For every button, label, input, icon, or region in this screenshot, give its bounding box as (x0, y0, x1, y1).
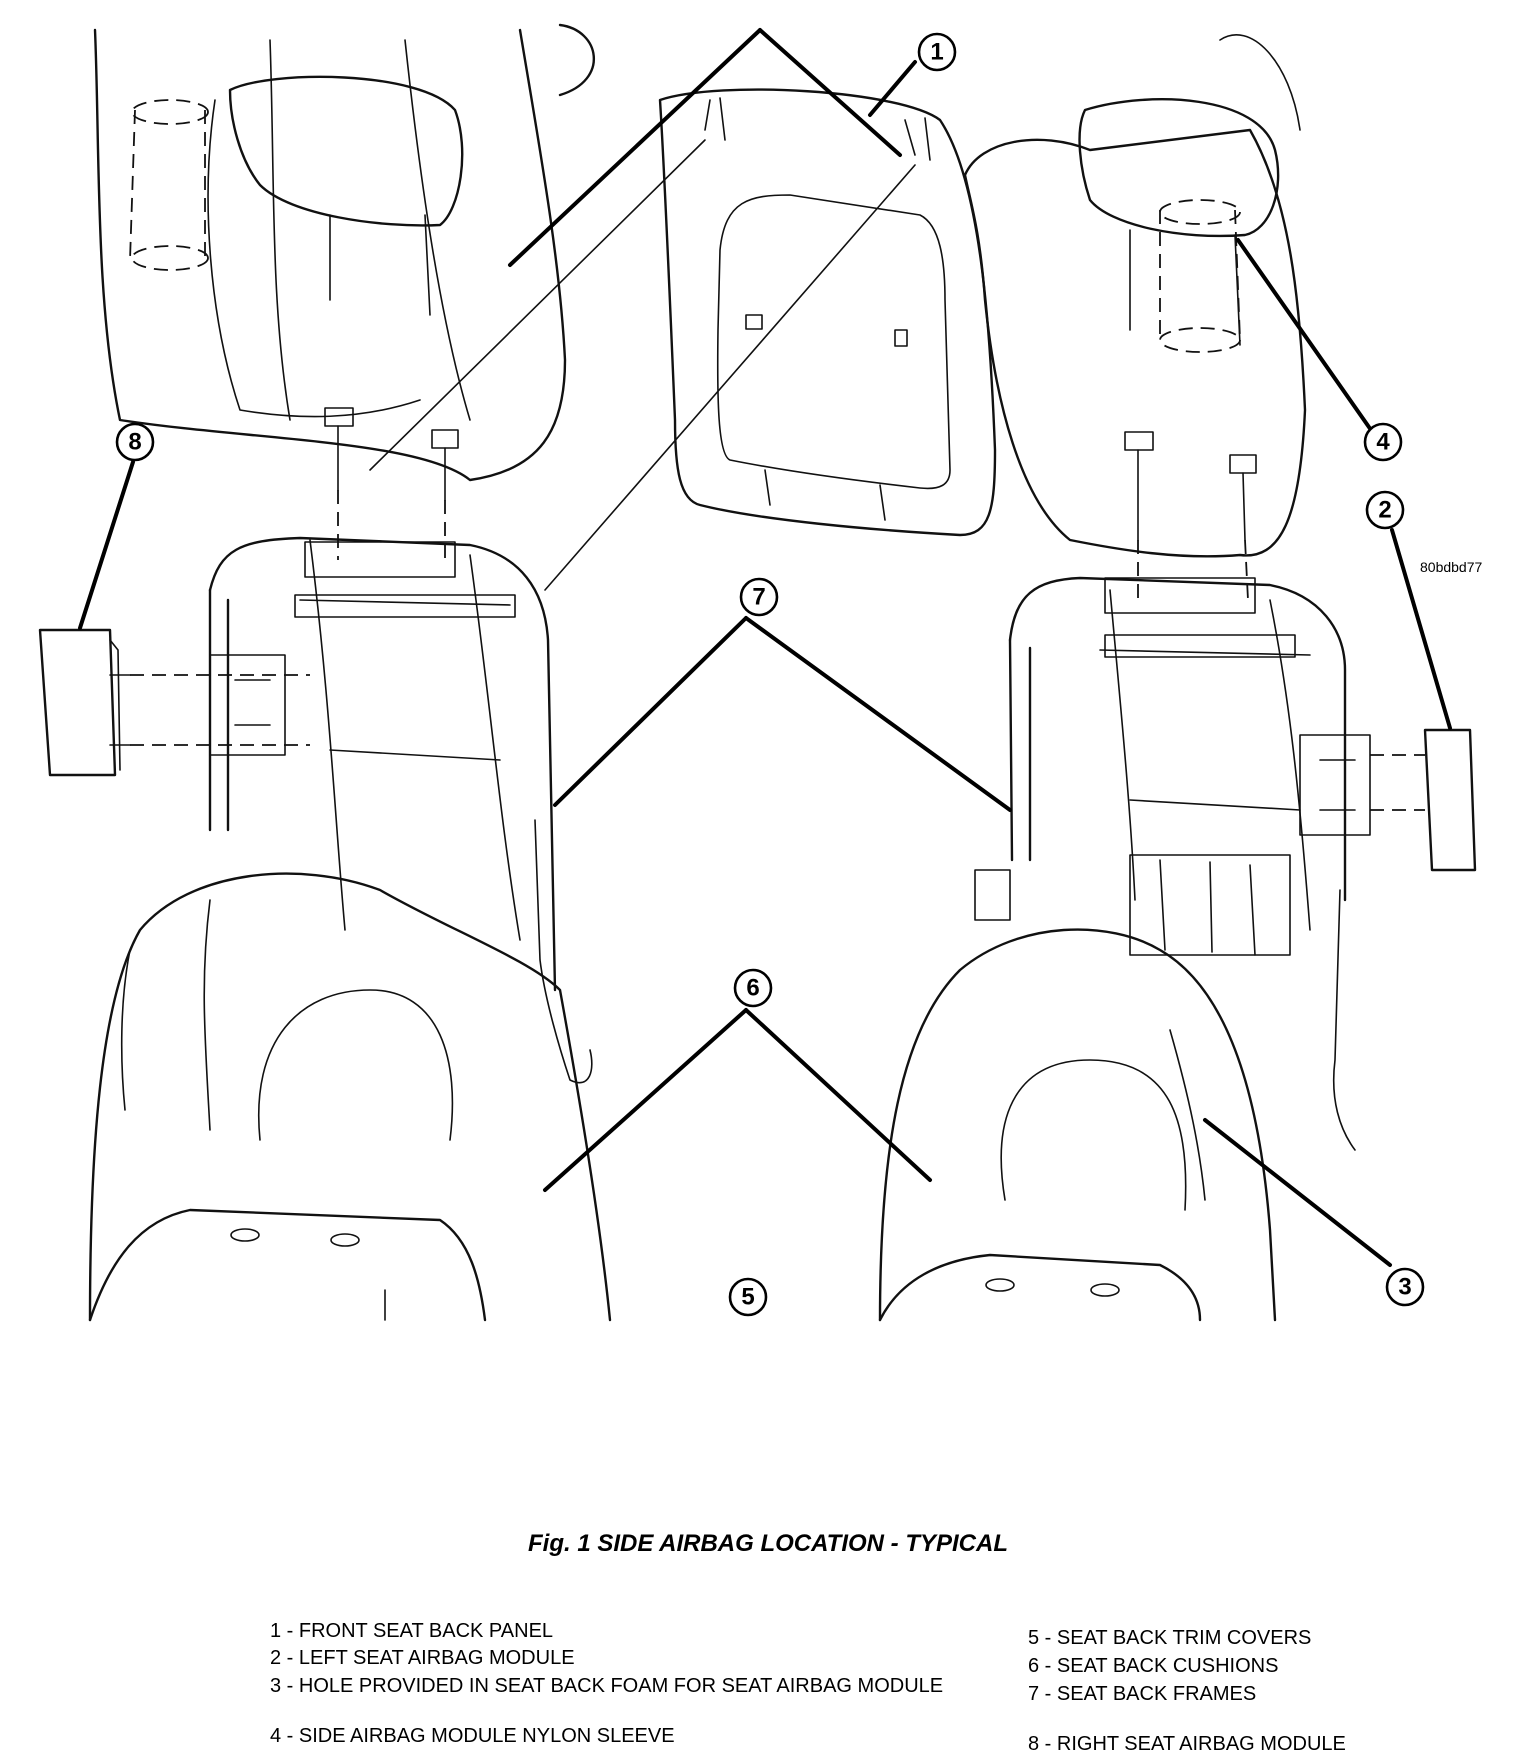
callout-5: 5 (728, 1277, 768, 1317)
left-headrest (207, 75, 464, 418)
svg-text:5: 5 (741, 1284, 754, 1311)
center-panel-clip-line-b (544, 164, 916, 591)
airbag-location-drawing: 1 2 3 4 5 6 7 8 80bdbd77 (38, 23, 1483, 1322)
figure-caption: Fig. 1 SIDE AIRBAG LOCATION - TYPICAL (528, 1530, 1008, 1557)
right-seat-back-trim-cover (963, 34, 1307, 558)
svg-text:4: 4 (1376, 429, 1390, 456)
figure-code: 80bdbd77 (1420, 559, 1483, 575)
legend-item-7: 7 - SEAT BACK FRAMES (1028, 1683, 1257, 1705)
left-headrest-posts (324, 407, 459, 560)
svg-text:3: 3 (1398, 1274, 1411, 1301)
callout-2: 2 (1365, 490, 1405, 530)
left-headrest-right-seat (1078, 98, 1280, 346)
legend-item-8: 8 - RIGHT SEAT AIRBAG MODULE (1028, 1733, 1346, 1755)
legend-item-3: 3 - HOLE PROVIDED IN SEAT BACK FOAM FOR … (270, 1675, 944, 1697)
legend-item-4: 4 - SIDE AIRBAG MODULE NYLON SLEEVE (270, 1725, 675, 1747)
callout-6: 6 (733, 968, 773, 1008)
left-seat-back-frame (208, 536, 593, 1084)
callout-7: 7 (739, 577, 779, 617)
left-seat-airbag-module (1370, 728, 1477, 872)
right-seat-airbag-module (38, 628, 310, 777)
legend-item-1: 1 - FRONT SEAT BACK PANEL (270, 1620, 554, 1642)
right-seat-back-frame (974, 576, 1371, 1151)
center-panel-arrows (508, 28, 917, 267)
right-seat-trim-panel (878, 1253, 1202, 1322)
right-headrest-posts (1124, 431, 1257, 601)
svg-text:7: 7 (752, 584, 765, 611)
right-seat-back-cushion (878, 928, 1277, 1322)
center-panel-clip-line-a (369, 139, 706, 471)
legend-item-5: 5 - SEAT BACK TRIM COVERS (1028, 1627, 1312, 1649)
pointer-arrows (78, 238, 1452, 1267)
callout-3: 3 (1385, 1267, 1425, 1307)
svg-text:8: 8 (128, 429, 141, 456)
callout-1: 1 (917, 32, 957, 72)
legend-item-6: 6 - SEAT BACK CUSHIONS (1028, 1655, 1279, 1677)
left-seat-trim-panel (88, 1208, 487, 1322)
left-seat-back-cushion (88, 872, 612, 1322)
callout-8: 8 (115, 422, 155, 462)
legend-item-2: 2 - LEFT SEAT AIRBAG MODULE (270, 1647, 575, 1669)
svg-text:6: 6 (746, 975, 759, 1002)
svg-text:1: 1 (930, 39, 943, 66)
callout-4: 4 (1363, 422, 1403, 462)
front-seat-back-panel (658, 88, 997, 537)
svg-text:2: 2 (1378, 497, 1391, 524)
left-seat-back-trim-cover (93, 23, 595, 482)
